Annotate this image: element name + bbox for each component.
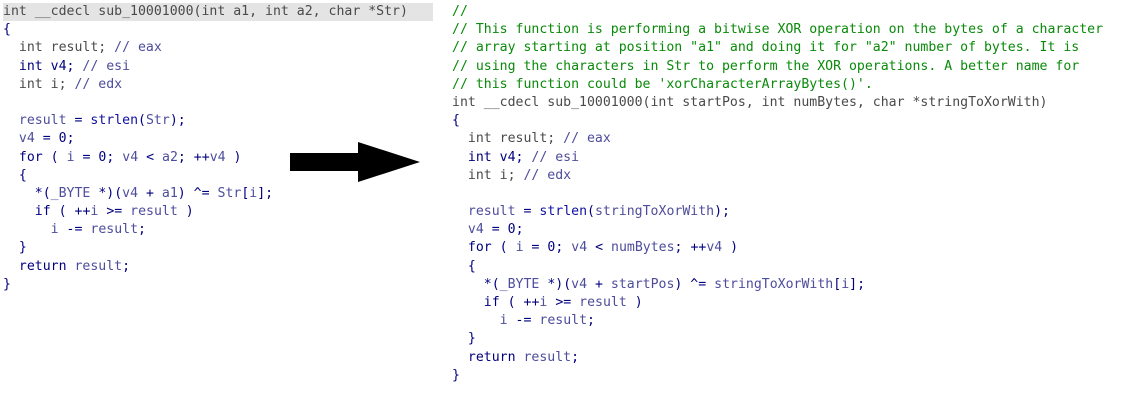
decl-i: int i; // edx — [3, 76, 433, 94]
strlen-call: strlen — [539, 204, 588, 220]
wrap-statement: i -= result; — [50, 222, 146, 238]
analysis-comment: // — [452, 4, 468, 19]
if-statement: if ( ++i >= result ) — [483, 295, 643, 310]
function-signature: int __cdecl sub_10001000(int a1, int a2,… — [3, 3, 433, 22]
decl-text: int result; — [18, 40, 115, 56]
if-statement: if ( ++i >= result ) — [34, 204, 194, 220]
decl-text: int result; — [467, 131, 564, 147]
blank-line — [452, 185, 1136, 203]
strlen-assignment: result = strlen(stringToXorWith); — [467, 204, 730, 220]
decl-result: int result; // eax — [452, 130, 1136, 148]
str-index: Str — [217, 185, 242, 201]
return-statement: return result; — [467, 349, 580, 365]
str-index: stringToXorWith — [714, 276, 834, 292]
for-loop: for ( i = 0; v4 < numBytes; ++v4 ) — [467, 240, 739, 256]
blank-line — [3, 94, 433, 112]
str-arg: stringToXorWith — [594, 204, 715, 220]
function-signature: int __cdecl sub_10001000(int startPos, i… — [452, 94, 1048, 110]
annotated-code-pane: // // This function is performing a bitw… — [452, 3, 1136, 385]
right-arrow-icon — [290, 142, 420, 182]
strlen-call: strlen — [90, 113, 139, 129]
str-arg: Str — [145, 113, 170, 129]
register-comment: // edx — [74, 76, 123, 92]
open-brace: { — [452, 113, 460, 129]
open-brace: { — [3, 22, 11, 38]
xor-statement: *(_BYTE *)(v4 + startPos) ^= stringToXor… — [483, 276, 866, 292]
decl-text: int i; — [18, 76, 75, 92]
loop-close-brace: } — [3, 240, 27, 256]
xor-statement: *(_BYTE *)(v4 + a1) ^= Str[i]; — [34, 185, 274, 201]
decl-text: int i; — [467, 167, 524, 183]
register-comment: // esi — [82, 58, 131, 74]
register-comment: // eax — [563, 131, 611, 147]
analysis-comment: // using the characters in Str to perfor… — [452, 58, 1080, 74]
decl-i: int i; // edx — [452, 167, 1136, 185]
length-arg: a2 — [162, 149, 178, 165]
loop-open-brace: { — [3, 167, 27, 183]
v4-init: v4 = 0; — [18, 131, 75, 147]
analysis-comment: // array starting at position "a1" and d… — [452, 40, 1080, 56]
analysis-comment: // this function could be 'xorCharacterA… — [452, 76, 873, 92]
decl-result: int result; // eax — [3, 39, 433, 57]
strlen-assignment: result = strlen(Str); — [18, 113, 186, 129]
close-brace: } — [452, 367, 460, 383]
loop-close-brace: } — [452, 331, 476, 347]
decl-v4: int v4; // esi — [3, 58, 433, 76]
register-comment: // edx — [523, 167, 572, 183]
register-comment: // esi — [531, 149, 580, 165]
offset-arg: startPos — [610, 276, 675, 292]
wrap-statement: i -= result; — [499, 313, 595, 329]
original-code-pane: int __cdecl sub_10001000(int a1, int a2,… — [3, 3, 433, 294]
decl-text: int v4; — [18, 58, 83, 74]
decl-text: int v4; — [467, 149, 532, 165]
analysis-comment: // This function is performing a bitwise… — [452, 22, 1104, 38]
for-loop: for ( i = 0; v4 < a2; ++v4 ) — [18, 149, 242, 165]
offset-arg: a1 — [161, 185, 178, 201]
loop-open-brace: { — [452, 258, 476, 274]
v4-init: v4 = 0; — [467, 222, 524, 238]
decl-v4: int v4; // esi — [452, 149, 1136, 167]
length-arg: numBytes — [611, 240, 675, 256]
return-statement: return result; — [18, 258, 131, 274]
register-comment: // eax — [114, 40, 162, 56]
close-brace: } — [3, 276, 11, 292]
